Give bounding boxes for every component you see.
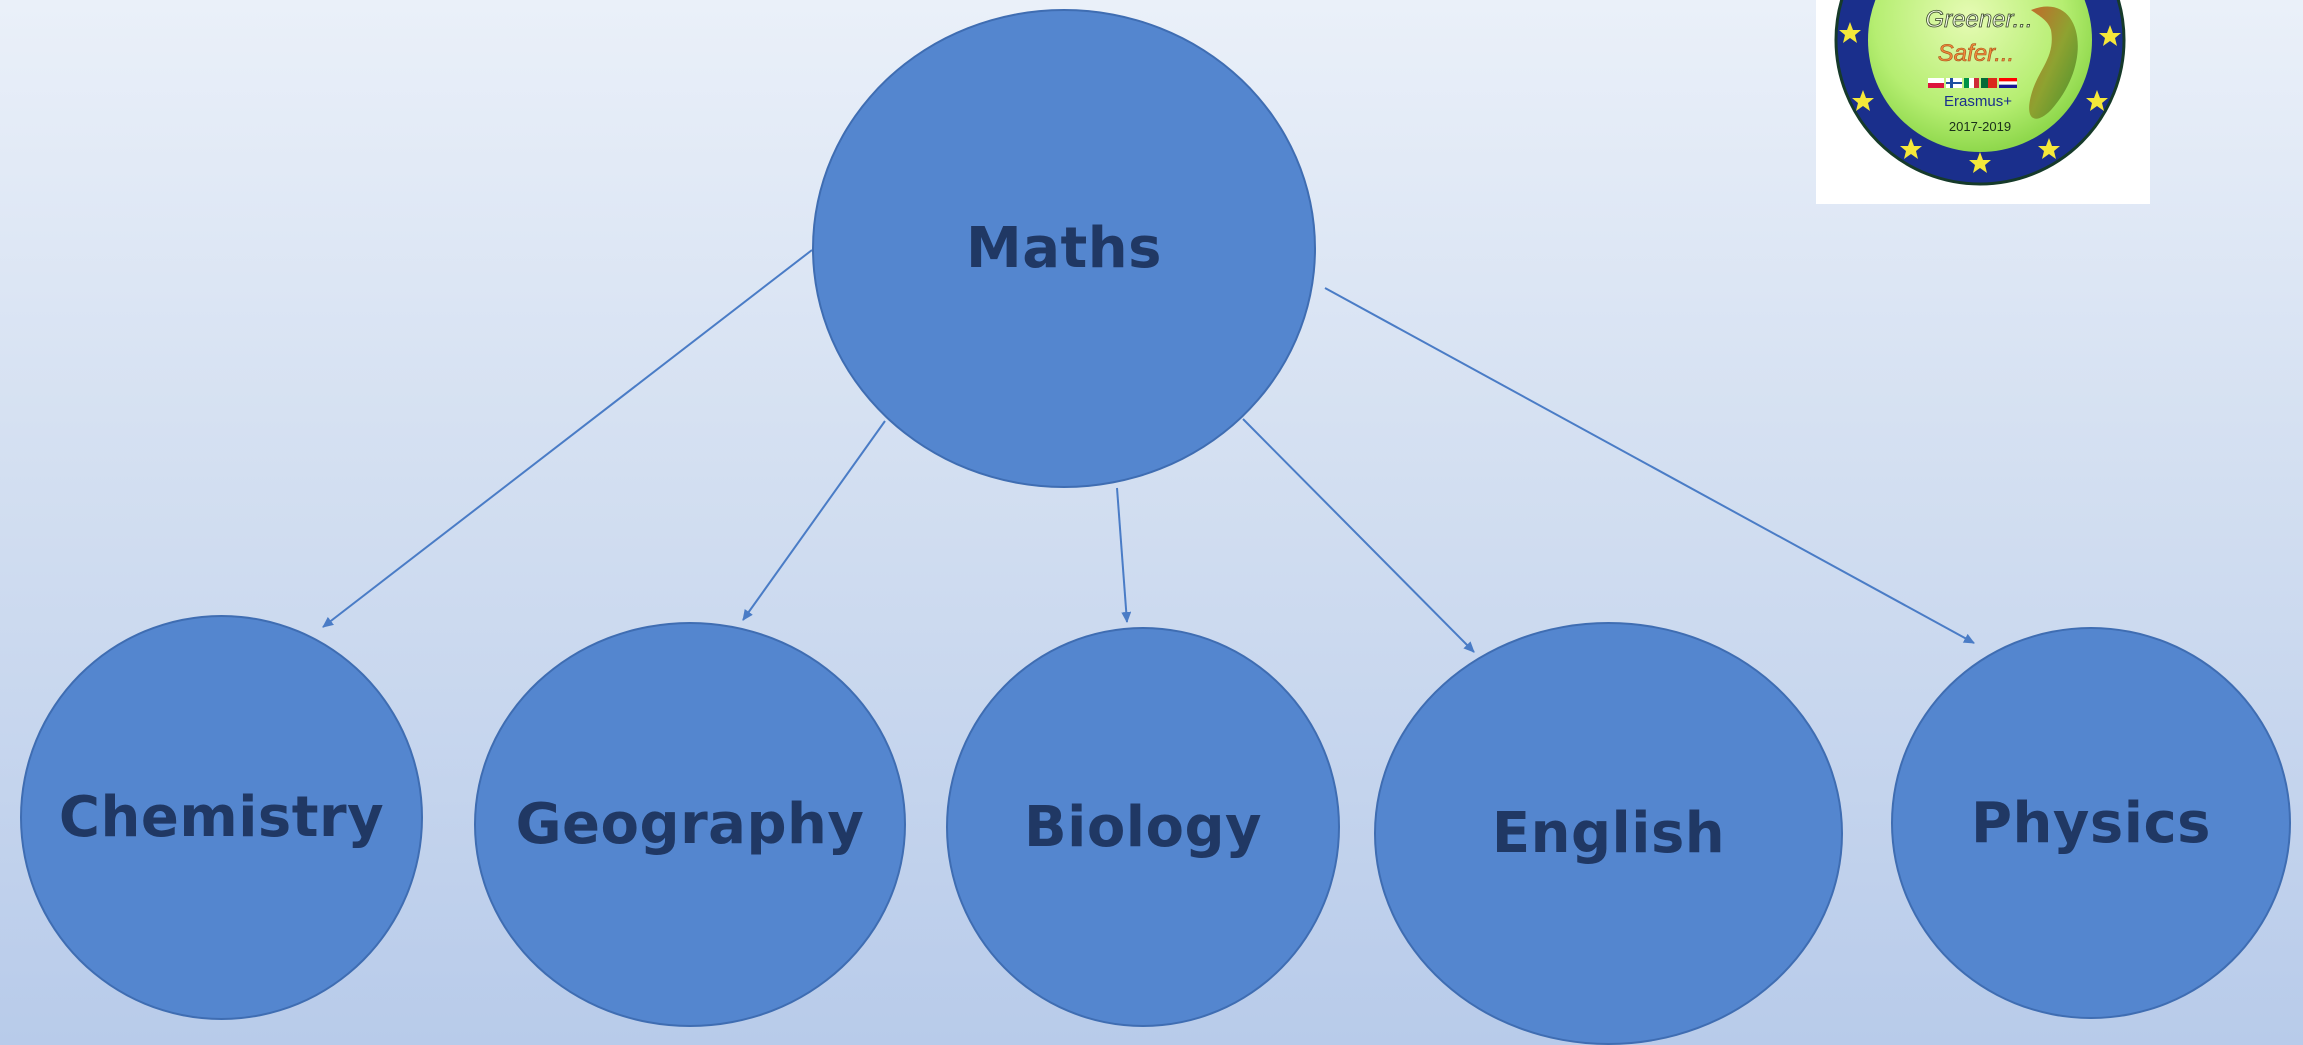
logo-years-label: 2017-2019 xyxy=(1949,119,2011,134)
arrow-maths-to-chemistry xyxy=(322,249,813,628)
node-maths: Maths xyxy=(812,9,1316,488)
node-label-physics: Physics xyxy=(1971,790,2211,856)
arrow-maths-to-biology xyxy=(1116,487,1132,623)
node-biology: Biology xyxy=(946,627,1340,1027)
erasmus-project-logo: Greener... Safer... Erasmus+ 2017-2019 xyxy=(1816,0,2150,204)
node-label-english: English xyxy=(1491,801,1726,866)
logo-emblem-icon: Greener... Safer... Erasmus+ 2017-2019 xyxy=(1834,0,2126,186)
logo-line-safer: Safer... xyxy=(1938,40,2014,67)
logo-program-label: Erasmus+ xyxy=(1944,93,2012,110)
node-geography: Geography xyxy=(474,622,906,1027)
node-physics: Physics xyxy=(1891,627,2291,1019)
node-label-chemistry: Chemistry xyxy=(58,785,385,850)
eu-stars-icon xyxy=(1839,22,2121,173)
flags-icon xyxy=(1928,78,2017,88)
node-english: English xyxy=(1374,622,1843,1045)
arrow-maths-to-geography xyxy=(742,420,886,621)
leaf-icon xyxy=(2029,6,2078,119)
node-chemistry: Chemistry xyxy=(20,615,423,1020)
node-label-maths: Maths xyxy=(966,216,1162,281)
arrow-maths-to-physics xyxy=(1324,287,1975,644)
arrow-maths-to-english xyxy=(1242,418,1475,653)
logo-line-greener: Greener... xyxy=(1925,6,2032,33)
node-label-biology: Biology xyxy=(1023,794,1263,860)
node-label-geography: Geography xyxy=(515,792,865,857)
